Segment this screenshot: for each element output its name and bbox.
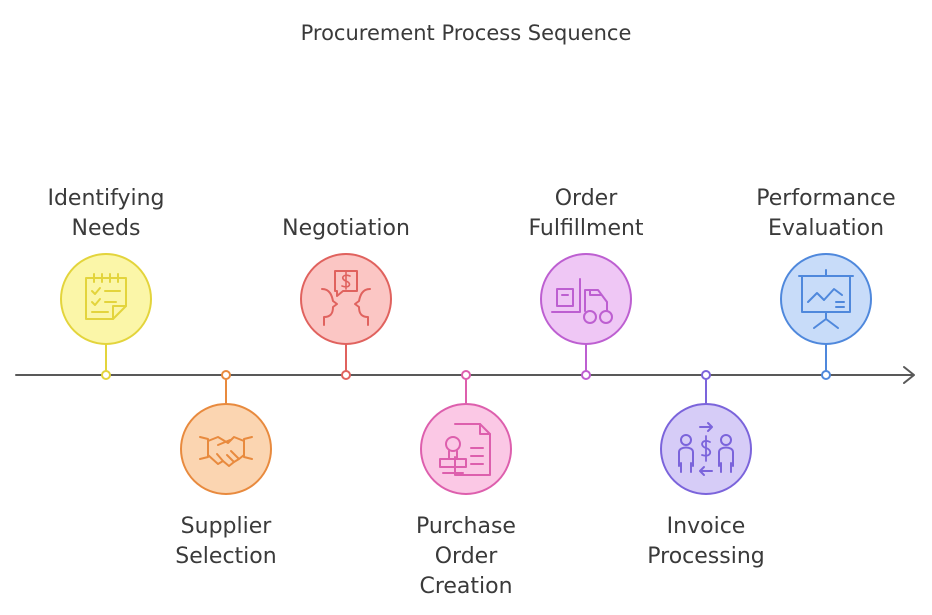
stage-label-line: Selection [175, 544, 276, 569]
stage-label-line: Invoice [667, 514, 746, 539]
stage-label-line: Negotiation [282, 216, 410, 241]
stage-negotiation: Negotiation [282, 216, 410, 380]
timeline-marker [101, 370, 111, 380]
forklift-icon [551, 278, 613, 324]
handshake-icon [199, 436, 253, 467]
stage-label-line: Order [435, 544, 498, 569]
stage-badge [60, 253, 152, 345]
stage-label-line: Processing [647, 544, 764, 569]
purchase-order-icon [439, 423, 491, 476]
timeline-marker [461, 370, 471, 380]
stage-label-line: Purchase [416, 514, 516, 539]
checklist-icon [85, 273, 127, 320]
stage-badge [180, 403, 272, 495]
stage-label-line: Identifying [47, 186, 164, 211]
presentation-chart-icon [798, 269, 854, 329]
stage-label-line: Order [555, 186, 618, 211]
stage-label-line: Performance [756, 186, 895, 211]
stage-label-line: Evaluation [768, 216, 884, 241]
timeline-marker [701, 370, 711, 380]
timeline-marker [341, 370, 351, 380]
negotiation-icon [321, 270, 371, 326]
stage-badge [300, 253, 392, 345]
stage-label-line: Needs [72, 216, 141, 241]
stage-badge [420, 403, 512, 495]
stage-label-line: Fulfillment [528, 216, 643, 241]
diagram-title: Procurement Process Sequence [301, 21, 632, 45]
timeline-marker [221, 370, 231, 380]
stage-label-line: Supplier [181, 514, 273, 539]
timeline-marker [821, 370, 831, 380]
timeline-arrow-head [903, 366, 915, 384]
invoice-exchange-icon [678, 422, 734, 476]
timeline-marker [581, 370, 591, 380]
stage-label-line: Creation [419, 574, 512, 599]
